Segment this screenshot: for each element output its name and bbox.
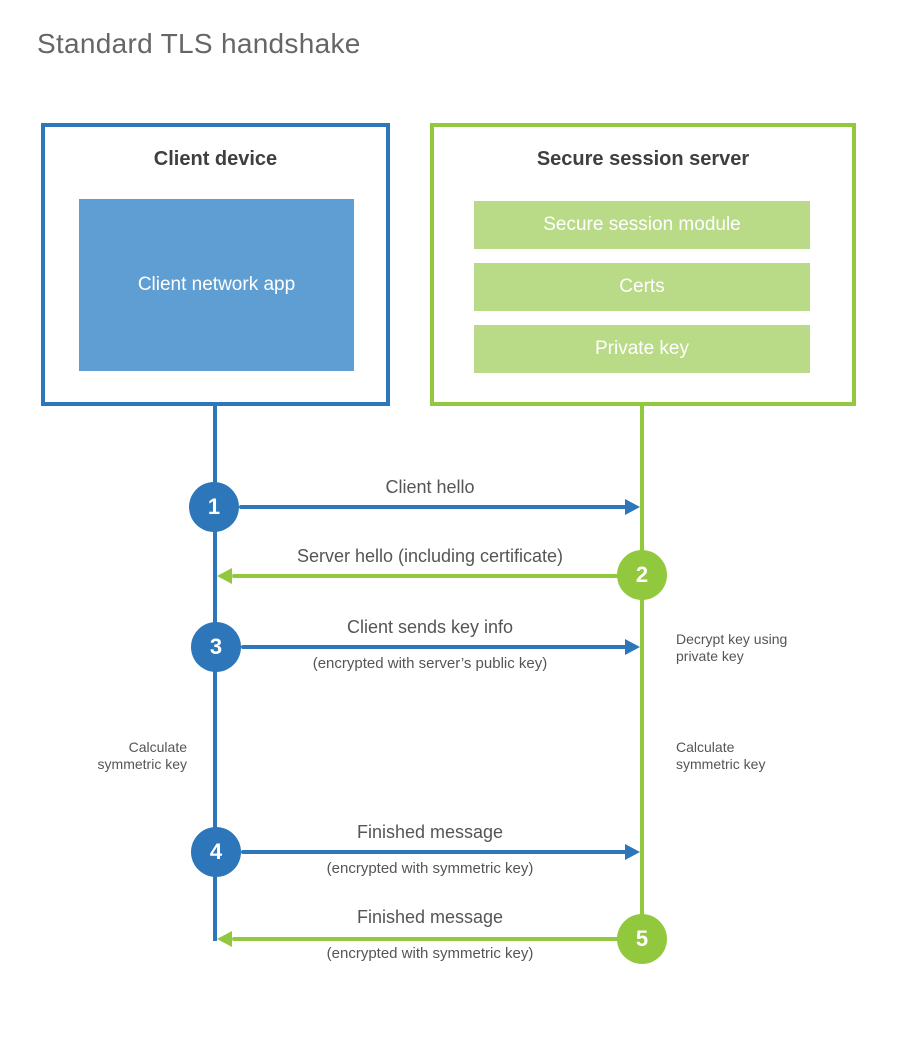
step4-sublabel: (encrypted with symmetric key) [326,860,534,877]
server-module-certs: Certs [474,263,810,311]
step2-label: Server hello (including certificate) [296,546,564,566]
arrow-step1 [239,505,629,509]
arrow-step3 [241,645,629,649]
page-title: Standard TLS handshake [37,28,361,59]
step5-label: Finished message [356,907,504,927]
client-device-heading: Client device [153,148,278,170]
note-calculate-symmetric-key-client: Calculate symmetric key [97,739,187,772]
step3-label: Client sends key info [346,617,514,637]
step5-sublabel: (encrypted with symmetric key) [326,945,534,962]
step-circle-2: 2 [617,550,667,600]
client-network-app-box: Client network app [79,199,354,371]
secure-session-server-box: Secure session server Secure session mod… [430,123,856,406]
server-lifeline [640,404,644,924]
arrow-right-icon [625,499,640,515]
arrow-step4 [241,850,629,854]
arrow-left-icon [217,568,232,584]
step-circle-4: 4 [191,827,241,877]
server-module-secure-session: Secure session module [474,201,810,249]
arrow-step5 [232,937,620,941]
step4-label: Finished message [356,822,504,842]
client-device-box: Client device Client network app [41,123,390,406]
server-heading: Secure session server [536,148,750,170]
arrow-step2 [232,574,620,578]
step3-sublabel: (encrypted with server’s public key) [312,655,548,672]
note-calculate-symmetric-key-server: Calculate symmetric key [676,739,766,772]
step-circle-3: 3 [191,622,241,672]
client-network-app-label: Client network app [137,273,296,295]
arrow-left-icon [217,931,232,947]
note-decrypt-key: Decrypt key using private key [676,631,788,664]
arrow-right-icon [625,639,640,655]
step-circle-1: 1 [189,482,239,532]
client-lifeline [213,404,217,941]
server-module-private-key: Private key [474,325,810,373]
step-circle-5: 5 [617,914,667,964]
step1-label: Client hello [385,477,475,497]
arrow-right-icon [625,844,640,860]
